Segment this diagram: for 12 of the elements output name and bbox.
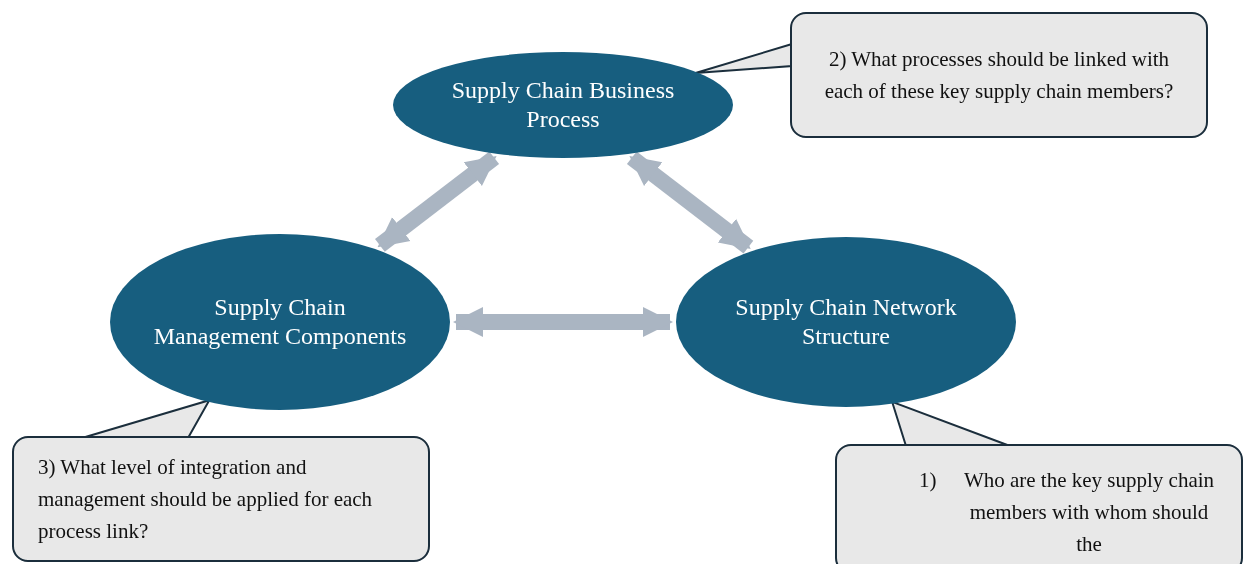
question-text: 3) What level of integration and management should be applied for each process link? bbox=[38, 454, 374, 545]
speech-bubble bbox=[790, 12, 1208, 138]
double-arrow bbox=[626, 151, 754, 254]
double-arrow bbox=[375, 151, 500, 252]
node-label: Supply Chain Network Structure bbox=[734, 293, 958, 351]
question-text: 2) What processes should be linked with each of these key supply chain members? bbox=[823, 46, 1175, 105]
callout-pointer bbox=[694, 42, 793, 75]
node-label: Supply Chain Management Components bbox=[152, 293, 408, 351]
list-number: 1) bbox=[919, 467, 937, 494]
double-arrow bbox=[453, 307, 673, 337]
question-text: Who are the key supply chain members with whom should the bbox=[962, 467, 1216, 558]
node-label: Supply Chain Business Process bbox=[450, 76, 676, 134]
